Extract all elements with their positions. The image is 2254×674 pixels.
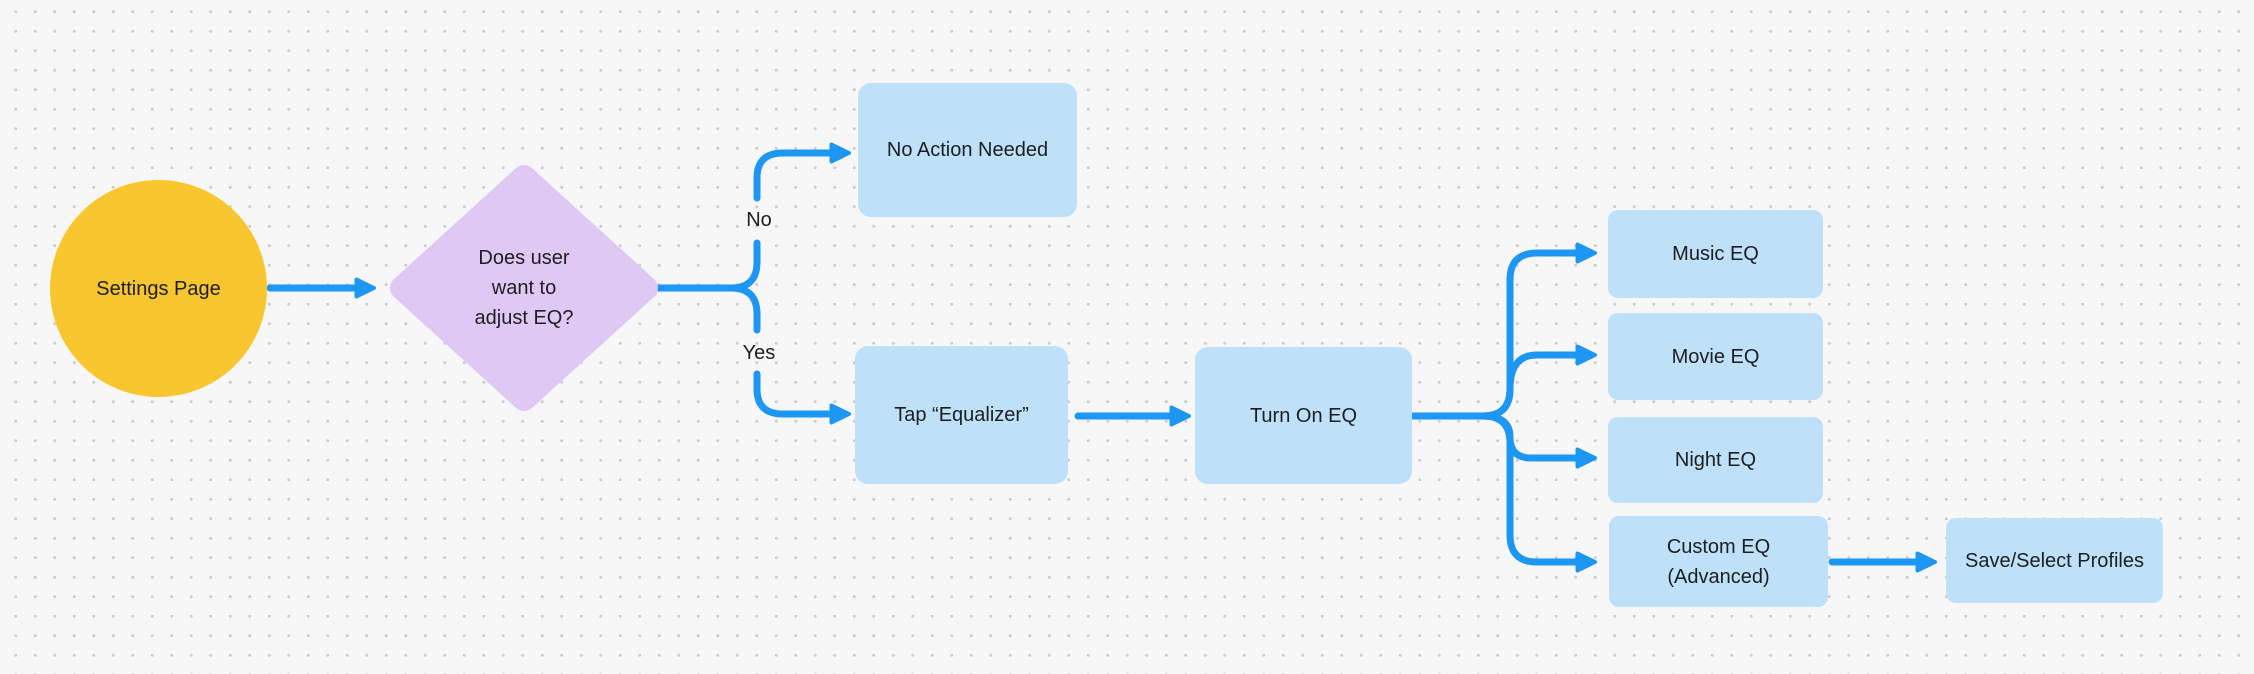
edge-label-no: No	[746, 208, 772, 231]
node-label: Night EQ	[1674, 449, 1757, 471]
custom-eq-line-2: (Advanced)	[1667, 565, 1770, 588]
node-save-select-profiles[interactable]: Save/Select Profiles	[1946, 518, 2163, 603]
node-movie-eq[interactable]: Movie EQ	[1608, 313, 1823, 400]
node-decision-text: Does user want to adjust EQ?	[419, 243, 629, 333]
node-start-settings-page[interactable]: Settings Page	[50, 180, 267, 397]
node-label: Music EQ	[1672, 243, 1759, 265]
node-tap-equalizer[interactable]: Tap “Equalizer”	[855, 346, 1068, 484]
decision-diamond-shape[interactable]	[390, 165, 658, 411]
decision-line-1: Does user	[478, 247, 570, 269]
node-label: Movie EQ	[1671, 345, 1760, 368]
node-no-action-needed[interactable]: No Action Needed	[858, 83, 1077, 217]
node-label: No Action Needed	[886, 139, 1049, 161]
node-label: Settings Page	[96, 277, 221, 300]
connector-turn-on-to-music	[1408, 242, 1597, 420]
connector-turn-on-to-movie	[1408, 344, 1597, 420]
node-music-eq[interactable]: Music EQ	[1608, 210, 1823, 298]
node-custom-eq-advanced[interactable]: Custom EQ (Advanced)	[1609, 516, 1828, 607]
node-night-eq[interactable]: Night EQ	[1608, 417, 1823, 503]
custom-eq-line-1: Custom EQ	[1666, 535, 1771, 558]
connector-turn-on-to-night	[1408, 412, 1597, 469]
connector-turn-on-to-custom	[1408, 412, 1597, 573]
connector-decision-to-tap-equalizer	[654, 284, 831, 414]
node-label: Tap “Equalizer”	[894, 404, 1029, 426]
decision-line-2: want to	[491, 277, 557, 299]
node-label: Turn On EQ	[1249, 404, 1358, 427]
node-turn-on-eq[interactable]: Turn On EQ	[1195, 347, 1412, 484]
node-label: Save/Select Profiles	[1965, 549, 2144, 572]
decision-line-3: adjust EQ?	[474, 307, 574, 329]
edge-label-yes: Yes	[742, 341, 776, 364]
